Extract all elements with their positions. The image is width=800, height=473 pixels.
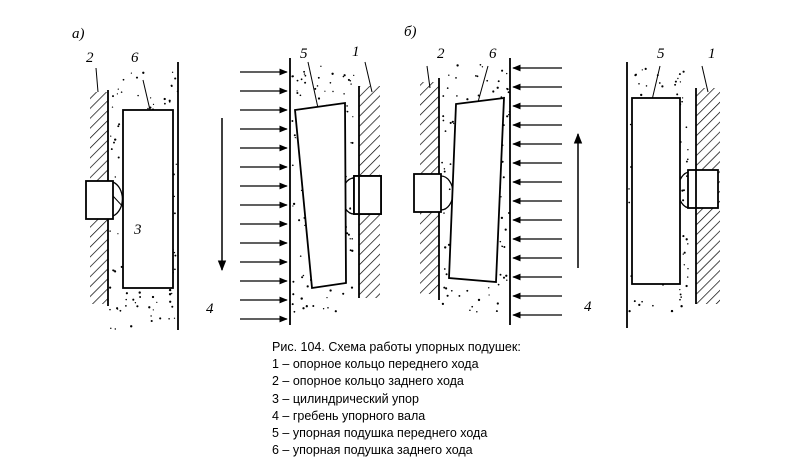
stop-3-b: [413, 173, 442, 213]
pad-5-rect-b: [631, 97, 681, 285]
caption-item-6: 6 – упорная подушка заднего хода: [272, 443, 473, 458]
caption-item-4: 4 – гребень упорного вала: [272, 408, 426, 423]
label-b-pad5: 5: [657, 46, 665, 62]
caption-item-5: 5 – упорная подушка переднего хода: [272, 426, 488, 441]
label-a-ring2: 2: [86, 50, 94, 66]
caption-item-3: 3 – цилиндрический упор: [272, 391, 419, 406]
panel-b-right: [573, 62, 720, 328]
label-a-ring1: 1: [352, 44, 360, 60]
pad-6-rect: [122, 109, 174, 289]
panel-a-right: [217, 58, 382, 325]
panel-label-a: а): [72, 26, 85, 42]
label-b-comb4: 4: [584, 299, 592, 315]
caption-item-1: 1 – опорное кольцо переднего хода: [272, 357, 479, 372]
stop-3: [85, 180, 114, 220]
label-a-stop3: 3: [133, 222, 142, 238]
label-a-comb4: 4: [206, 301, 214, 317]
panel-b-left: [413, 58, 562, 325]
pad-5-rect: [294, 101, 347, 290]
label-b-pad6: 6: [489, 46, 497, 62]
caption-title: Рис. 104. Схема работы упорных подушек:: [272, 340, 521, 354]
label-a-pad6: 6: [131, 50, 139, 66]
figure-caption: Рис. 104. Схема работы упорных подушек: …: [272, 339, 692, 459]
caption-item-2: 2 – опорное кольцо заднего хода: [272, 374, 464, 389]
bearing-diagram: а) б) 2 6 3 4 5 1 2 6 5 1 4: [72, 24, 720, 330]
arrow-field-a: [240, 68, 288, 323]
label-b-ring1: 1: [708, 46, 716, 62]
panel-a-left: [85, 62, 179, 330]
panel-label-b: б): [404, 24, 417, 40]
arrow-field-b: [512, 64, 562, 319]
pad-6-rect-b: [448, 96, 505, 283]
stop-3-b-right: [687, 169, 719, 209]
label-a-pad5: 5: [300, 46, 308, 62]
label-b-ring2: 2: [437, 46, 445, 62]
